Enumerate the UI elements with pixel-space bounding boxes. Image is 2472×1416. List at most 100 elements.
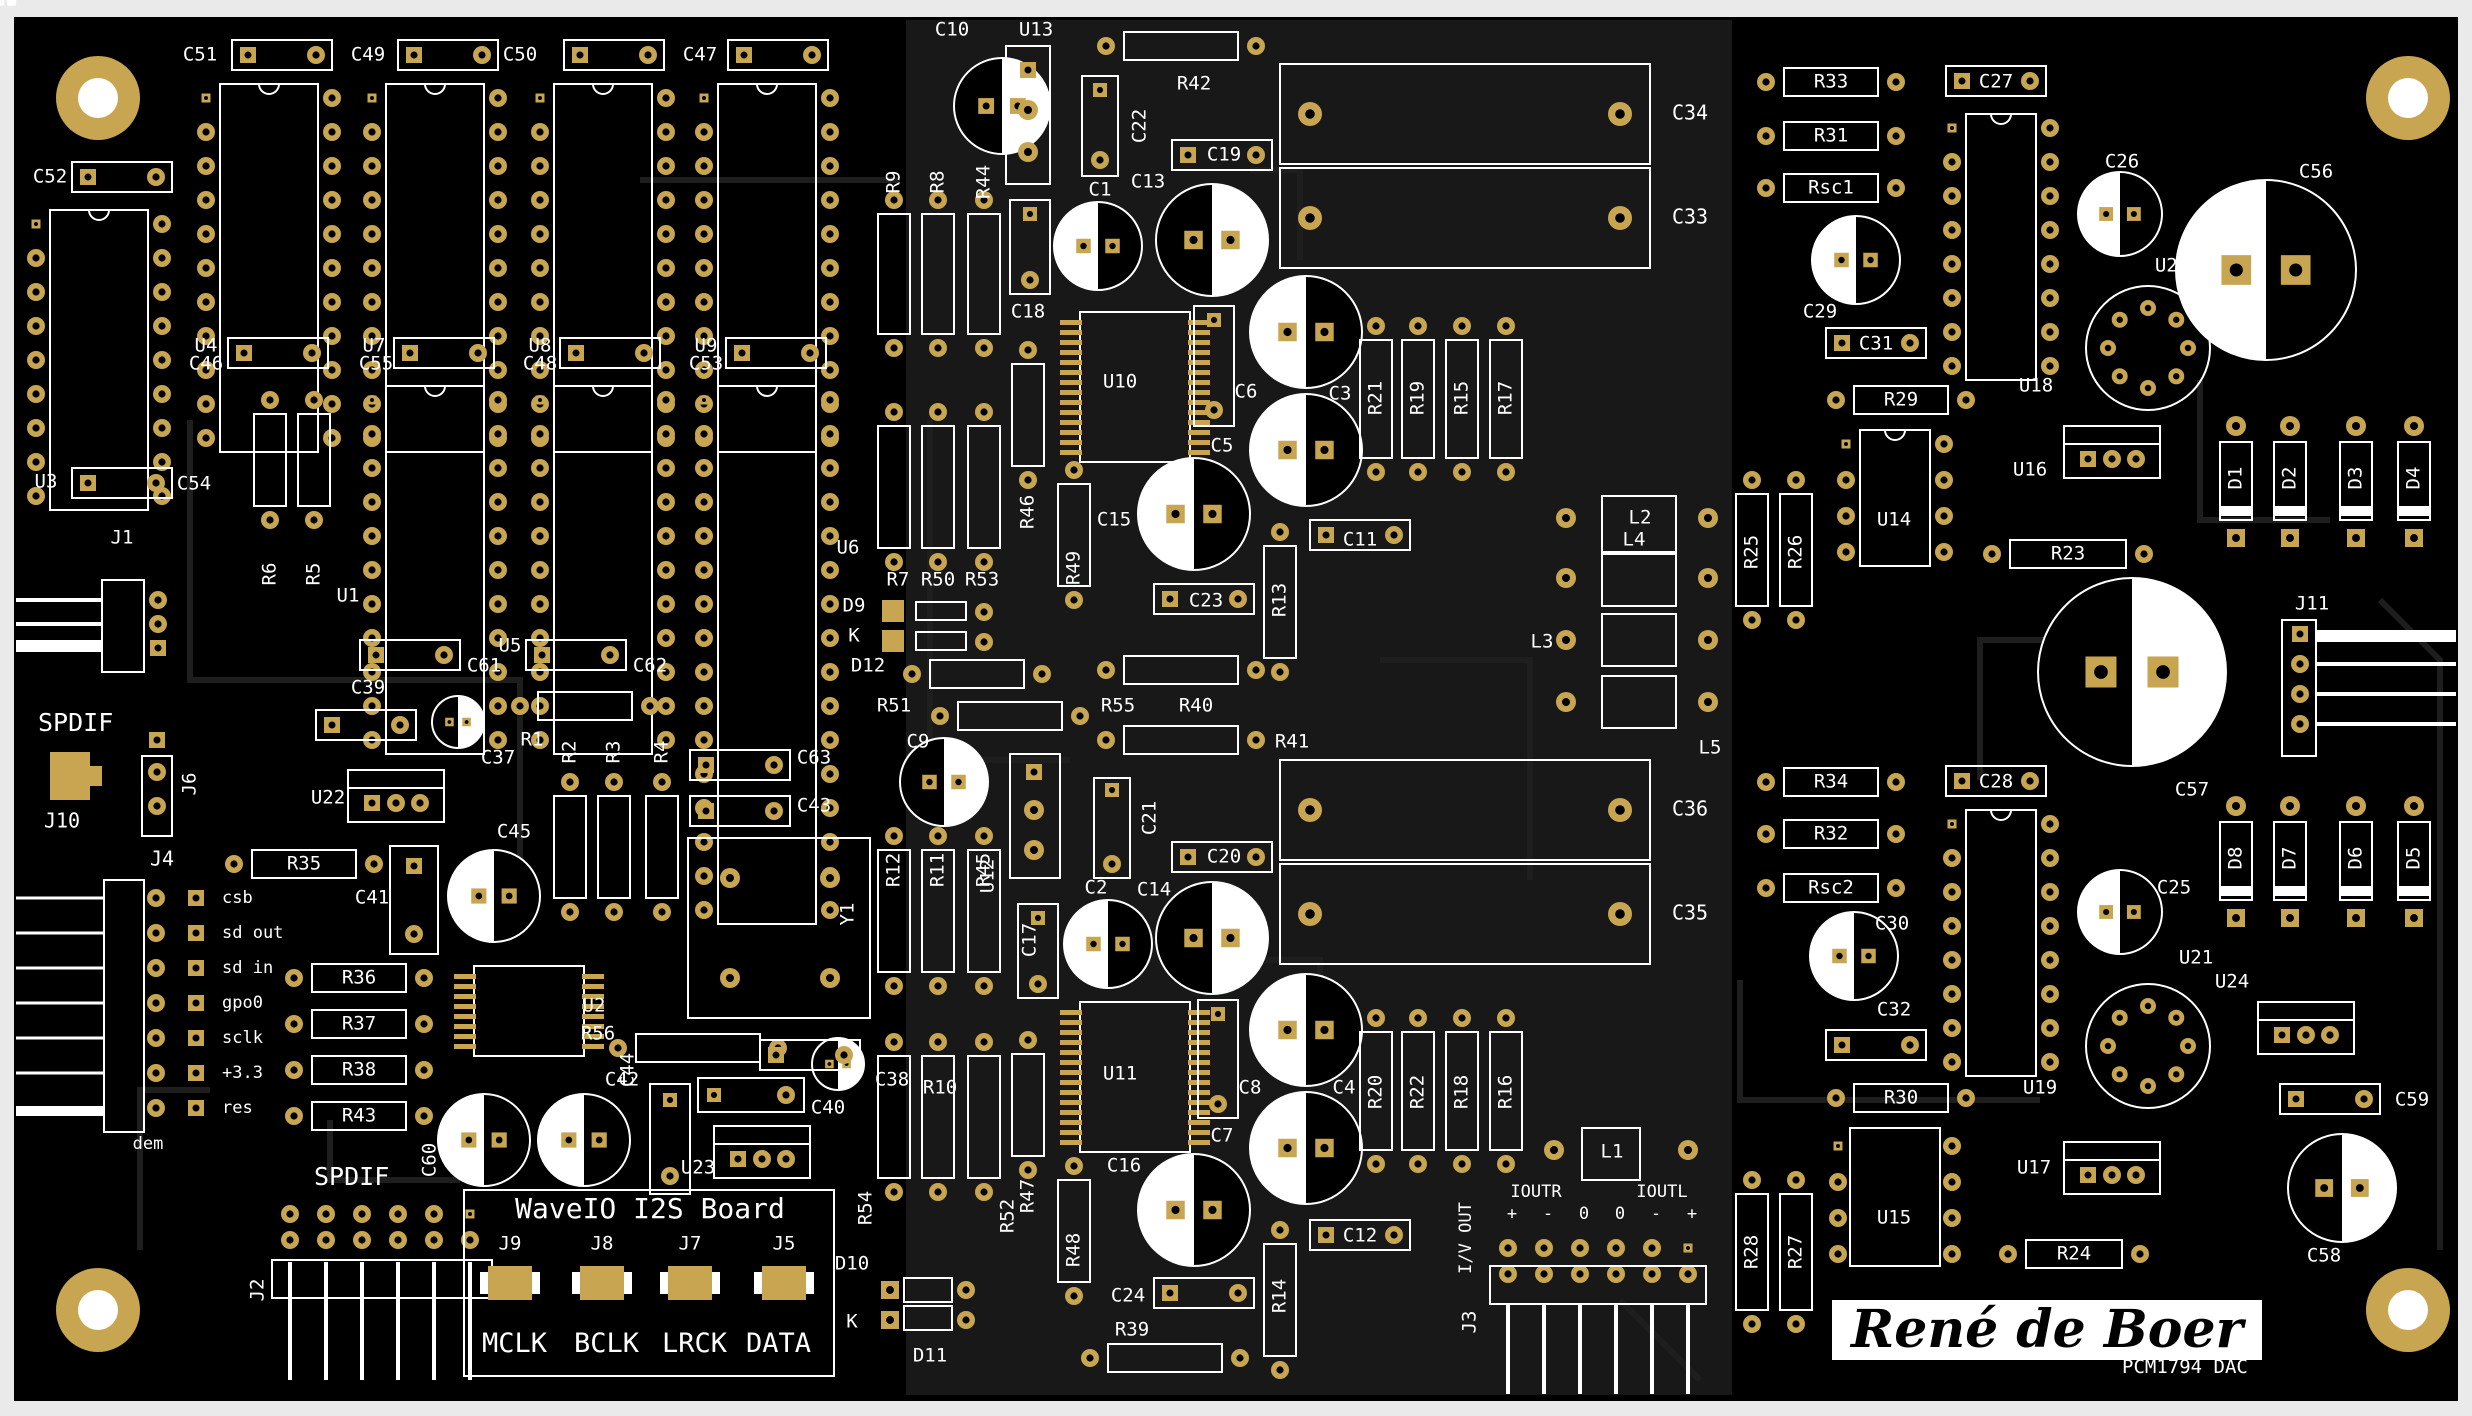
drill [2136,1250,2144,1258]
resistor-body [537,691,633,721]
drill [464,720,469,724]
iout-polarity: 0 [1579,1204,1589,1224]
resistor-body [1123,31,1239,61]
drill [1208,509,1217,519]
resistor-label: R29 [1884,389,1918,411]
drill [328,128,336,136]
to92-body [2063,1141,2161,1195]
drill [1171,1205,1180,1215]
drill [1184,151,1192,159]
cap-outline [1197,999,1239,1119]
drill [202,400,210,408]
smd-tab [532,1272,540,1294]
drill [1948,226,1956,234]
drill [2130,210,2137,218]
elcap-ring [899,737,989,827]
can-outline [2085,285,2211,411]
ic-body [553,83,653,453]
drill [1648,1270,1656,1278]
drill [1096,156,1104,164]
header-j6 [141,755,173,837]
drill [614,1044,622,1052]
silk-label: C40 [811,1097,845,1119]
elcap-label: C10 [935,19,969,41]
resistor-label: R49 [1063,551,1085,585]
smd-pad [1188,390,1210,395]
drill [1030,768,1038,776]
drill [934,982,942,990]
drill [1832,396,1840,404]
drill [152,173,160,181]
tssop-label: U11 [1103,1063,1137,1085]
diode-d11 [903,1305,953,1331]
drill [494,396,502,404]
drill [1458,322,1466,330]
elcap-band [954,58,1002,154]
drill [202,196,210,204]
drill [494,366,502,374]
drill [1234,1289,1242,1297]
drill [1502,322,1510,330]
drill [152,999,160,1007]
diode-body [2397,821,2431,901]
silk-label: C32 [1877,999,1911,1021]
drill [1372,1160,1380,1168]
diode-label: D5 [2403,847,2425,870]
resistor-label: R25 [1741,535,1763,569]
silk-label: U15 [1877,1207,1911,1229]
drill [410,51,418,59]
drill [152,894,160,902]
drill [2232,534,2240,542]
silk-label: U13 [1019,19,1053,41]
resistor-label: R35 [287,853,321,875]
drill [240,349,248,357]
drill [358,1236,366,1244]
drill [202,332,210,340]
cap-outline [2279,1083,2381,1115]
drill [1684,1146,1692,1154]
drill [2116,316,2123,323]
resistor-label: R37 [342,1013,376,1035]
silk-label: J8 [591,1233,614,1255]
drill [1236,1354,1244,1362]
waveio-title: WaveIO I2S Board [515,1192,785,1225]
film-cap [1279,167,1651,269]
drill [1108,786,1116,794]
drill [890,1188,898,1196]
silk-label: J10 [44,809,80,833]
elcap-label: C25 [2157,877,2191,899]
drill [1704,514,1712,522]
drill [2046,990,2054,998]
drill [158,424,166,432]
drill [2144,304,2152,312]
drill [640,349,648,357]
drill [1842,548,1850,556]
elcap-band [1306,276,1362,388]
to92-label: U16 [2013,459,2047,481]
drill [1762,884,1770,892]
drill [158,458,166,466]
drill [1704,698,1712,706]
drill [700,464,708,472]
smd-pad [454,1014,476,1019]
drill [368,464,376,472]
drill [536,532,544,540]
silk-label: J4 [150,847,174,871]
cap-outline [1171,841,1273,873]
drill [926,778,933,786]
film-cap [1279,863,1651,965]
drill [2046,260,2054,268]
drill [1948,158,1956,166]
drill [1748,1176,1756,1184]
drill [1226,235,1235,245]
drill [2046,124,2054,132]
drill [955,778,962,786]
silk-label: D12 [851,655,885,677]
drill [2286,802,2294,810]
drill [662,196,670,204]
drill [192,1069,200,1077]
can-label: U20 [2155,255,2189,277]
cap-label: C19 [0,0,17,11]
drill [505,892,513,900]
drill [1166,595,1174,603]
